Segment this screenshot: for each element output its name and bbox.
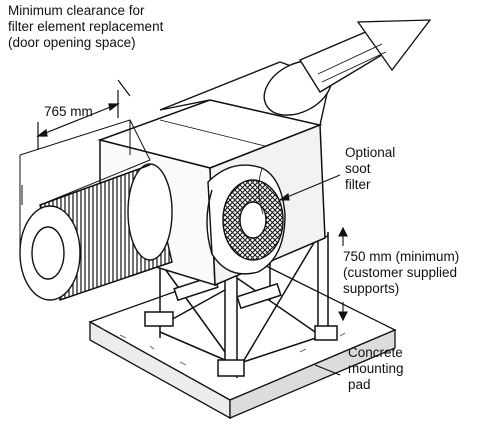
clearance-zone [19, 119, 151, 255]
supports-label-line-2: (customer supplied [343, 265, 458, 280]
soot-filter-cutaway [206, 164, 286, 275]
dimension-765-marker [36, 79, 131, 150]
supports-label-line-1: 750 mm (minimum) [343, 249, 460, 264]
concrete-pad-label: Concrete mounting pad [348, 345, 404, 393]
clearance-label: Minimum clearance for filter element rep… [8, 3, 163, 51]
filter-element [19, 163, 173, 301]
soot-filter-label-line-1: Optional [345, 145, 396, 160]
leader-lines [278, 174, 348, 376]
soot-filter-label: Optional soot filter [345, 145, 395, 193]
supports-label: 750 mm (minimum) (customer supplied supp… [343, 249, 459, 297]
concrete-pad-label-line-2: mounting [348, 361, 404, 376]
supports-label-line-3: supports) [343, 281, 400, 296]
soot-filter-label-line-2: soot [345, 161, 371, 176]
soot-filter-label-line-3: filter [345, 177, 371, 192]
concrete-pad-label-line-3: pad [348, 377, 371, 392]
concrete-pad-label-line-1: Concrete [348, 345, 403, 360]
clearance-label-line-2: filter element replacement [8, 19, 164, 34]
clearance-label-line-1: Minimum clearance for [8, 3, 145, 18]
outlet-duct [159, 19, 432, 126]
clearance-label-line-3: (door opening space) [8, 35, 136, 50]
dimension-765-label: 765 mm [44, 104, 93, 119]
